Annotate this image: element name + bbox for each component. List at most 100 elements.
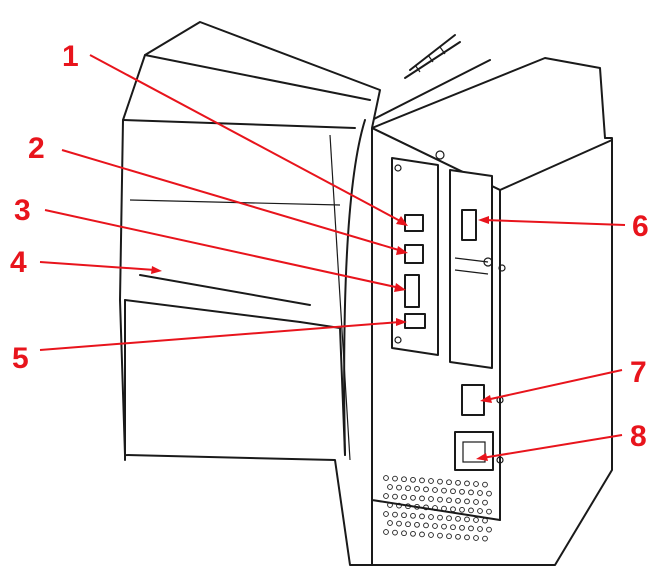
vent-hole: [459, 488, 465, 495]
vent-hole: [473, 535, 479, 541]
vent-hole: [464, 516, 470, 523]
vent-hole: [450, 488, 456, 495]
vent-hole: [387, 484, 393, 490]
vent-hole: [387, 520, 393, 526]
vent-hole: [441, 505, 447, 512]
vent-hole: [464, 480, 470, 487]
vent-hole: [383, 511, 389, 517]
vent-hole: [396, 520, 402, 527]
vent-hole: [432, 505, 438, 511]
vent-hole: [432, 487, 438, 493]
vent-hole: [383, 493, 389, 499]
callout-label-4: 4: [10, 246, 27, 279]
vent-hole: [477, 508, 483, 514]
callout-arrow-8: [481, 434, 623, 459]
serial-port: [461, 209, 477, 241]
callout-label-5: 5: [12, 342, 29, 375]
vent-hole: [450, 524, 456, 531]
vent-hole: [428, 496, 434, 502]
vent-hole: [423, 504, 429, 511]
callout-label-7: 7: [630, 356, 647, 389]
vent-hole: [419, 513, 425, 520]
interface-card: [391, 150, 445, 356]
vent-hole: [455, 533, 461, 540]
vent-hole: [419, 531, 425, 538]
callout-arrowhead-1: [396, 216, 408, 226]
vent-hole: [401, 530, 407, 537]
vent-hole: [423, 522, 429, 529]
callout-arrow-1: [89, 54, 403, 223]
vent-hole: [405, 521, 411, 528]
vent-hole: [482, 481, 488, 488]
vent-hole: [410, 476, 416, 483]
callout-arrow-2: [61, 149, 403, 252]
callout-arrow-7: [485, 369, 623, 401]
vent-hole: [392, 511, 398, 518]
callout-arrowhead-4: [151, 266, 162, 274]
vent-hole: [405, 503, 411, 510]
vent-hole: [383, 529, 389, 535]
vent-hole: [410, 494, 416, 501]
vent-hole: [446, 479, 452, 486]
vent-hole: [437, 478, 443, 485]
vent-hole: [459, 524, 465, 531]
vent-hole: [486, 526, 492, 533]
vent-hole: [464, 498, 470, 505]
vent-hole: [383, 475, 389, 481]
callout-label-3: 3: [14, 194, 31, 227]
vent-hole: [482, 517, 488, 524]
vent-hole: [437, 514, 443, 521]
vent-hole: [482, 499, 488, 506]
callout-arrow-3: [44, 209, 401, 289]
callout-label-1: 1: [62, 40, 79, 73]
power-area: [454, 384, 504, 471]
vent-hole: [446, 497, 452, 504]
vent-hole: [482, 535, 488, 542]
vent-hole: [473, 499, 479, 505]
vent-hole: [396, 502, 402, 509]
callout-arrow-6: [483, 219, 626, 226]
power-switch: [461, 384, 485, 416]
vent-hole: [437, 532, 443, 539]
vent-hole: [419, 495, 425, 502]
callout-labels: 1 2 3 4 5 6 7 8: [10, 40, 649, 453]
vent-hole: [410, 512, 416, 519]
vent-hole: [441, 487, 447, 494]
callout-arrows: [39, 54, 626, 461]
vent-hole: [473, 481, 479, 487]
callout-label-2: 2: [28, 132, 45, 165]
callout-arrow-5: [39, 321, 401, 351]
vent-hole: [410, 530, 416, 537]
callout-label-8: 8: [630, 420, 647, 453]
vent-hole: [405, 485, 411, 492]
vent-hole: [392, 529, 398, 536]
sd-card-slot: [404, 274, 420, 308]
vent-hole: [396, 484, 402, 491]
vent-hole: [477, 490, 483, 496]
vent-hole: [428, 478, 434, 484]
vent-hole: [401, 512, 407, 519]
vent-hole: [486, 508, 492, 515]
callout-arrowhead-6: [478, 216, 489, 224]
vent-hole: [392, 475, 398, 482]
usb-host-port: [404, 313, 426, 329]
vent-hole: [468, 489, 474, 496]
vent-hole: [486, 490, 492, 497]
vent-hole: [428, 532, 434, 538]
callout-arrowhead-3: [394, 283, 406, 292]
vent-hole: [455, 515, 461, 522]
vent-hole: [414, 521, 420, 528]
vent-hole: [414, 485, 420, 492]
vent-hole: [401, 494, 407, 501]
callout-arrow-4: [39, 261, 156, 271]
callout-arrowhead-7: [480, 395, 492, 403]
vent-hole: [428, 514, 434, 520]
vent-hole: [437, 496, 443, 503]
front-cover: [119, 21, 461, 566]
vent-hole: [446, 533, 452, 540]
vent-hole: [432, 523, 438, 529]
vent-hole: [473, 517, 479, 523]
vent-hole: [423, 486, 429, 493]
